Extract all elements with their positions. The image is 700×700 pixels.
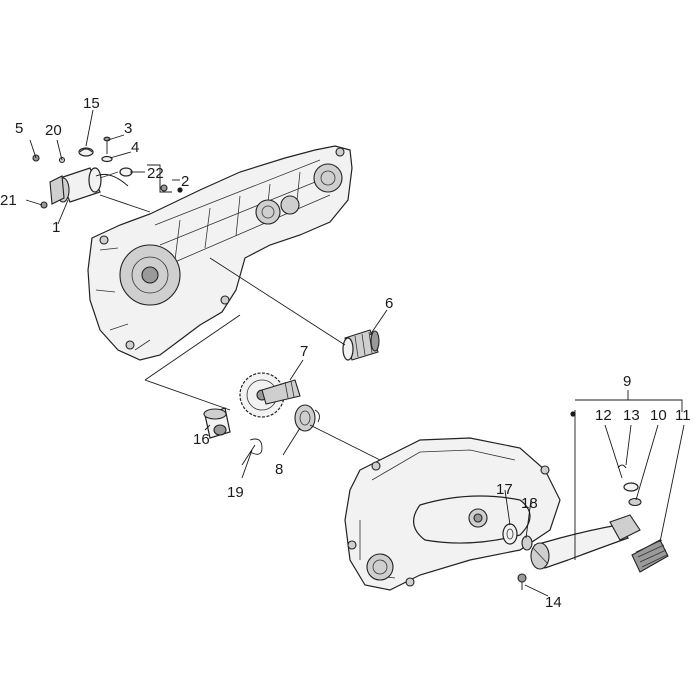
spring [294, 404, 320, 432]
callout-13: 13 [623, 407, 640, 424]
callout-8: 8 [275, 461, 283, 478]
callout-6: 6 [385, 295, 393, 312]
starter-motor [32, 154, 129, 209]
freewheel [203, 407, 231, 439]
transmission-cover [344, 437, 561, 591]
callout-12: 12 [595, 407, 612, 424]
callout-22: 22 [147, 165, 164, 182]
callout-7: 7 [300, 343, 308, 360]
callout-15: 15 [83, 95, 100, 112]
callout-14: 14 [545, 594, 562, 611]
callout-9: 9 [623, 373, 631, 390]
callout-5: 5 [15, 120, 23, 137]
callout-17: 17 [496, 481, 513, 498]
callout-4: 4 [131, 139, 139, 156]
callout-11: 11 [675, 407, 691, 424]
leader-lines [25, 109, 685, 597]
assembly-lines [99, 194, 381, 466]
callout-2: 2 [181, 173, 189, 190]
callout-19: 19 [227, 484, 244, 501]
callout-10: 10 [650, 407, 667, 424]
callout-labels: 1 2 3 4 5 6 7 8 9 10 11 12 13 14 15 16 1… [0, 95, 691, 611]
starter-pinion [342, 329, 380, 361]
starter-hardware [78, 136, 168, 192]
callout-20: 20 [45, 122, 62, 139]
callout-1: 1 [52, 219, 60, 236]
pedal-hardware [617, 464, 669, 573]
crankcase [87, 145, 353, 361]
callout-18: 18 [521, 495, 538, 512]
clip [249, 438, 263, 455]
starter-gear [239, 372, 301, 418]
callout-21: 21 [0, 192, 17, 209]
callout-16: 16 [193, 431, 210, 448]
callout-3: 3 [124, 120, 132, 137]
kickstart-lever [517, 514, 641, 590]
